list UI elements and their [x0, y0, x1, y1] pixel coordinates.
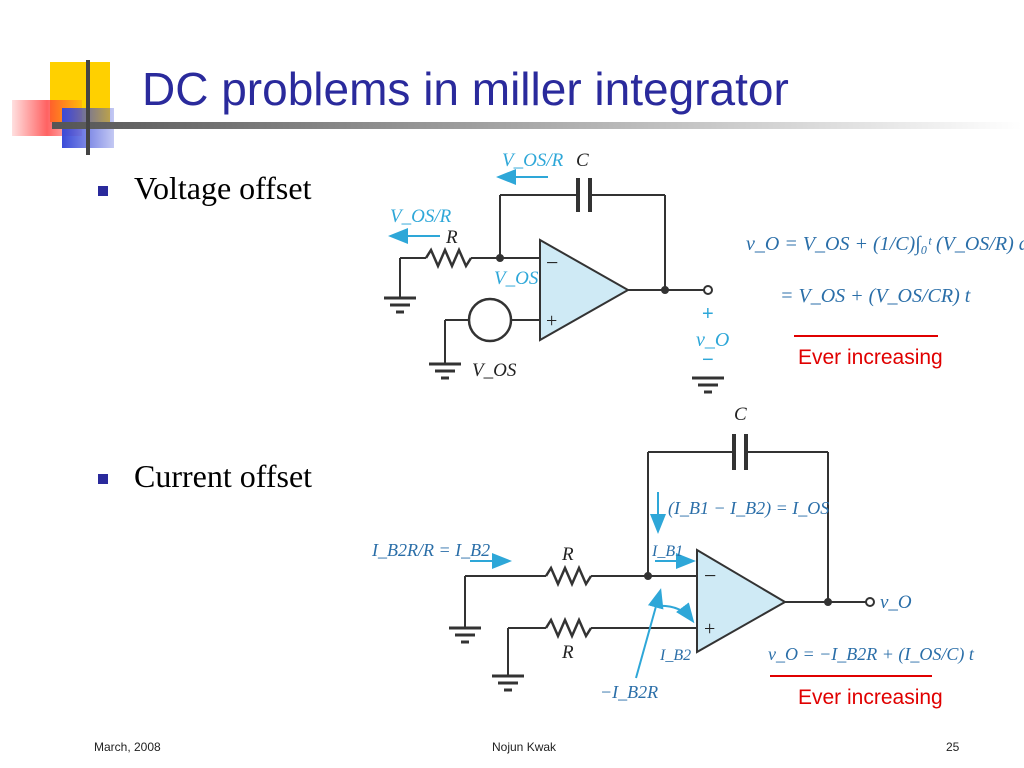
- current-eq-label: (I_B1 − I_B2) = I_OS: [668, 498, 829, 519]
- equation-1a: v_O = V_OS + (1/C)∫₀ᵗ (V_OS/R) dt: [746, 233, 1024, 256]
- circuit-voltage-offset: [384, 169, 938, 394]
- circuit-current-offset: [449, 434, 932, 692]
- note-ever-increasing-1: Ever increasing: [798, 346, 943, 369]
- footer-date: March, 2008: [94, 740, 161, 754]
- bullet-marker: [98, 474, 108, 484]
- node-voltage-label: −I_B2R: [600, 682, 658, 702]
- out-label-2: v_O: [880, 592, 912, 613]
- resistor-label-2-top: R: [561, 544, 574, 565]
- node-vos-label: V_OS: [494, 268, 539, 289]
- resistor-label-2-bottom: R: [561, 642, 574, 663]
- res-current-label-1: V_OS/R: [390, 206, 452, 227]
- footer-author: Nojun Kwak: [492, 740, 557, 754]
- opamp-2-minus: −: [704, 563, 716, 588]
- input-current-label: I_B2R/R = I_B2: [371, 540, 490, 560]
- opamp-2-plus: +: [704, 618, 715, 640]
- resistor-r2-top: [544, 564, 593, 588]
- cap-current-label-1: V_OS/R: [502, 150, 564, 171]
- bullet-current-offset: Current offset: [134, 458, 313, 494]
- opamp-1-plus: +: [546, 310, 557, 332]
- out-plus-1: +: [702, 303, 714, 325]
- opamp-2: [696, 548, 787, 654]
- out-label-1: v_O: [696, 329, 729, 351]
- opamp-1-minus: −: [546, 250, 558, 275]
- note-ever-increasing-2: Ever increasing: [798, 686, 943, 709]
- resistor-r2-bottom: [544, 616, 593, 640]
- voltage-source-vos: [467, 297, 513, 343]
- bullet-marker: [98, 186, 108, 196]
- bullet-voltage-offset: Voltage offset: [134, 170, 312, 206]
- source-vos-label: V_OS: [472, 360, 517, 381]
- equation-2: v_O = −I_B2R + (I_OS/C) t: [768, 644, 975, 665]
- slide-title: DC problems in miller integrator: [142, 63, 789, 115]
- title-decoration: [12, 60, 1022, 155]
- equation-1b: = V_OS + (V_OS/CR) t: [780, 285, 971, 307]
- capacitor-label-1: C: [576, 150, 589, 171]
- ib2-label: I_B2: [659, 647, 691, 664]
- capacitor-label-2: C: [734, 404, 747, 425]
- ib1-label: I_B1: [651, 543, 683, 560]
- resistor-label-1: R: [445, 227, 458, 248]
- resistor-r1: [424, 246, 473, 270]
- footer-page-number: 25: [946, 740, 960, 754]
- opamp-1: [539, 238, 631, 342]
- out-minus-1: −: [702, 349, 714, 371]
